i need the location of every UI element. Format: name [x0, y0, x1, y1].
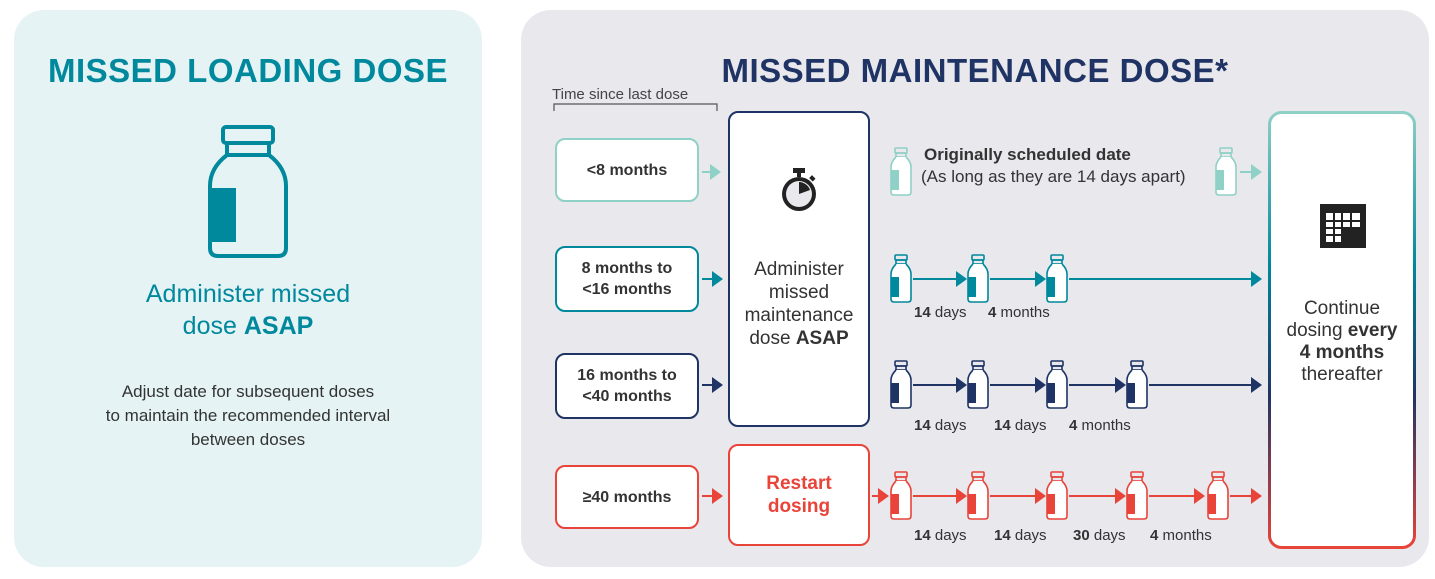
vial-icon [967, 360, 989, 409]
vial-icon [1046, 360, 1068, 409]
row4-interval-4: 4 months [1150, 527, 1212, 544]
vial-icon [890, 254, 912, 303]
arrowhead [1035, 488, 1046, 504]
arrowhead [1251, 377, 1262, 393]
arrowhead [878, 488, 889, 504]
arrowhead [956, 271, 967, 287]
administer-asap-box: Administer missed maintenance dose ASAP [728, 111, 870, 427]
instruction-line: Administer missed [145, 280, 351, 308]
arrowhead [1115, 488, 1126, 504]
arrowhead [1251, 271, 1262, 287]
originally-scheduled-label: Originally scheduled date [924, 145, 1131, 164]
continue-box-border [1268, 111, 1416, 549]
arrowhead [712, 377, 723, 393]
vial-icon [967, 254, 989, 303]
stopwatch-icon [782, 168, 816, 211]
vial-icon [1046, 254, 1068, 303]
loading-dose-instruction: Administer missed dose ASAP [14, 278, 482, 342]
vial-icon [967, 471, 989, 520]
arrowhead [1194, 488, 1205, 504]
maintenance-dose-title: MISSED MAINTENANCE DOSE* [721, 52, 1229, 89]
vial-icon [890, 471, 912, 520]
row3-interval-2: 14 days [994, 417, 1047, 434]
vial-icon [1215, 147, 1237, 196]
calendar-icon [1320, 204, 1366, 248]
vial-icon [1046, 471, 1068, 520]
arrowhead [956, 377, 967, 393]
missed-loading-dose-panel: MISSED LOADING DOSE Administer missed do… [14, 10, 482, 567]
row-box-40-plus-months: ≥40 months [555, 465, 699, 529]
vial-icon [890, 360, 912, 409]
arrowhead [712, 488, 723, 504]
loading-dose-note: Adjust date for subsequent doses to main… [105, 382, 391, 449]
vial-icon [1126, 471, 1148, 520]
arrowhead [1251, 164, 1262, 180]
loading-dose-title: MISSED LOADING DOSE [47, 52, 449, 89]
arrowhead [1035, 271, 1046, 287]
continue-dosing-text: Continue dosing every 4 months thereafte… [1286, 298, 1398, 385]
time-since-label: Time since last dose [552, 86, 689, 103]
row-box-under-8-months: <8 months [555, 138, 699, 202]
arrowhead [1035, 377, 1046, 393]
arrowhead [956, 488, 967, 504]
row-box-16-to-40-months: 16 months to<40 months [555, 353, 699, 419]
arrowhead [712, 271, 723, 287]
row4-interval-3: 30 days [1073, 527, 1126, 544]
arrowhead [1115, 377, 1126, 393]
vial-icon [1207, 471, 1229, 520]
arrowhead [1251, 488, 1262, 504]
vial-icon [890, 147, 912, 196]
instruction-line: dose ASAP [182, 312, 314, 340]
row4-interval-2: 14 days [994, 527, 1047, 544]
row2-interval-1: 14 days [914, 304, 967, 321]
row3-interval-1: 14 days [914, 417, 967, 434]
row4-interval-1: 14 days [914, 527, 967, 544]
row-box-8-to-16-months: 8 months to<16 months [555, 246, 699, 312]
row3-interval-3: 4 months [1069, 417, 1131, 434]
vial-icon [1126, 360, 1148, 409]
row2-interval-2: 4 months [988, 304, 1050, 321]
vial-icon [208, 125, 288, 258]
arrowhead [710, 164, 721, 180]
originally-scheduled-note: (As long as they are 14 days apart) [921, 167, 1186, 186]
